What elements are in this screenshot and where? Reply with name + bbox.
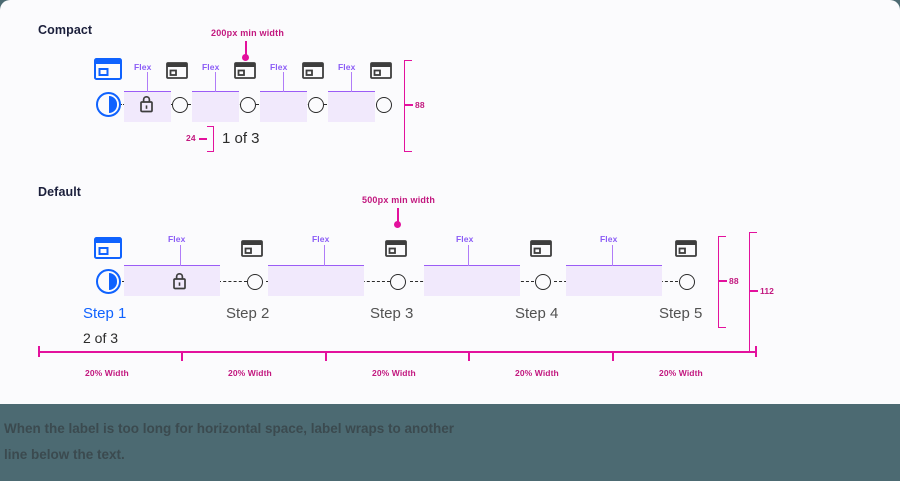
bracket-24 bbox=[207, 126, 214, 152]
flex-label-d4: Flex bbox=[600, 234, 618, 244]
bracket-88-compact-tick bbox=[404, 104, 413, 106]
width-label-4: 20% Width bbox=[515, 368, 559, 378]
lock-icon-default bbox=[172, 272, 187, 295]
section-title-compact: Compact bbox=[38, 23, 93, 37]
card-icon-active bbox=[94, 58, 122, 85]
flex-stem-d3 bbox=[468, 245, 469, 266]
step-marker-5-compact[interactable] bbox=[376, 97, 392, 113]
flex-label-3: Flex bbox=[270, 62, 288, 72]
width-ruler-line bbox=[38, 351, 757, 353]
width-label-3: 20% Width bbox=[372, 368, 416, 378]
step-marker-active-compact[interactable] bbox=[96, 92, 121, 117]
step-label-1[interactable]: Step 1 bbox=[83, 305, 127, 322]
card-icon-d4 bbox=[530, 240, 552, 262]
step-label-4[interactable]: Step 4 bbox=[515, 305, 559, 322]
flex-bar-d3 bbox=[424, 265, 520, 296]
bracket-112 bbox=[749, 232, 757, 353]
width-ruler-tick-2 bbox=[325, 351, 327, 361]
step-marker-5-default[interactable] bbox=[679, 274, 695, 290]
flex-bar-d4 bbox=[566, 265, 662, 296]
bracket-label-88-compact: 88 bbox=[415, 100, 425, 110]
flex-stem-3 bbox=[283, 72, 284, 92]
step-marker-4-compact[interactable] bbox=[308, 97, 324, 113]
card-icon-active-default bbox=[94, 237, 122, 264]
flex-label-2: Flex bbox=[202, 62, 220, 72]
section-title-default: Default bbox=[38, 185, 82, 199]
width-label-2: 20% Width bbox=[228, 368, 272, 378]
flex-bar-4 bbox=[328, 91, 375, 122]
step-marker-2-default[interactable] bbox=[247, 274, 263, 290]
width-label-5: 20% Width bbox=[659, 368, 703, 378]
step-label-2[interactable]: Step 2 bbox=[226, 305, 270, 322]
annotation-default-pin bbox=[394, 221, 401, 228]
flex-stem-1 bbox=[147, 72, 148, 92]
step-marker-2-compact[interactable] bbox=[172, 97, 188, 113]
flex-bar-d1 bbox=[124, 265, 220, 296]
width-ruler-end-left bbox=[38, 346, 40, 357]
flex-bar-3 bbox=[260, 91, 307, 122]
card-icon-d3 bbox=[385, 240, 407, 262]
flex-stem-2 bbox=[215, 72, 216, 92]
flex-stem-d1 bbox=[180, 245, 181, 266]
footer-caption: When the label is too long for horizonta… bbox=[0, 404, 900, 481]
bracket-88-compact bbox=[404, 60, 412, 152]
width-ruler-tick-4 bbox=[612, 351, 614, 361]
annotation-compact-minwidth: 200px min width bbox=[211, 28, 285, 38]
flex-label-1: Flex bbox=[134, 62, 152, 72]
bracket-label-88-default: 88 bbox=[729, 276, 739, 286]
bracket-24-tick bbox=[199, 138, 207, 140]
step-marker-3-compact[interactable] bbox=[240, 97, 256, 113]
bracket-label-112: 112 bbox=[760, 286, 775, 296]
card-icon-5 bbox=[370, 62, 392, 84]
step-marker-4-default[interactable] bbox=[535, 274, 551, 290]
annotation-default-minwidth: 500px min width bbox=[362, 195, 436, 205]
flex-stem-d2 bbox=[324, 245, 325, 266]
bracket-112-tick bbox=[749, 290, 758, 292]
card-icon-3 bbox=[234, 62, 256, 84]
flex-bar-d2 bbox=[268, 265, 364, 296]
bracket-88-default-tick bbox=[718, 280, 727, 282]
flex-stem-d4 bbox=[612, 245, 613, 266]
card-icon-d2 bbox=[241, 240, 263, 262]
bracket-88-default bbox=[718, 236, 726, 328]
annotation-default-leader bbox=[397, 208, 399, 223]
width-label-1: 20% Width bbox=[85, 368, 129, 378]
lock-icon-compact bbox=[139, 95, 154, 118]
design-canvas: Compact 200px min width Flex Flex Flex F… bbox=[0, 0, 900, 404]
flex-bar-2 bbox=[192, 91, 239, 122]
step-label-5[interactable]: Step 5 bbox=[659, 305, 703, 322]
flex-label-4: Flex bbox=[338, 62, 356, 72]
width-ruler-tick-1 bbox=[181, 351, 183, 361]
annotation-compact-pin bbox=[242, 54, 249, 61]
flex-label-d2: Flex bbox=[312, 234, 330, 244]
step-marker-3-default[interactable] bbox=[390, 274, 406, 290]
bracket-label-24: 24 bbox=[186, 133, 196, 143]
flex-stem-4 bbox=[351, 72, 352, 92]
step-label-3[interactable]: Step 3 bbox=[370, 305, 414, 322]
width-ruler-end-right bbox=[755, 346, 757, 357]
step-marker-active-default[interactable] bbox=[96, 269, 121, 294]
annotation-compact-leader bbox=[245, 41, 247, 56]
count-label-default: 2 of 3 bbox=[83, 330, 119, 346]
card-icon-d5 bbox=[675, 240, 697, 262]
flex-label-d1: Flex bbox=[168, 234, 186, 244]
width-ruler-tick-3 bbox=[468, 351, 470, 361]
count-label-compact: 1 of 3 bbox=[222, 130, 260, 147]
card-icon-2 bbox=[166, 62, 188, 84]
flex-label-d3: Flex bbox=[456, 234, 474, 244]
card-icon-4 bbox=[302, 62, 324, 84]
